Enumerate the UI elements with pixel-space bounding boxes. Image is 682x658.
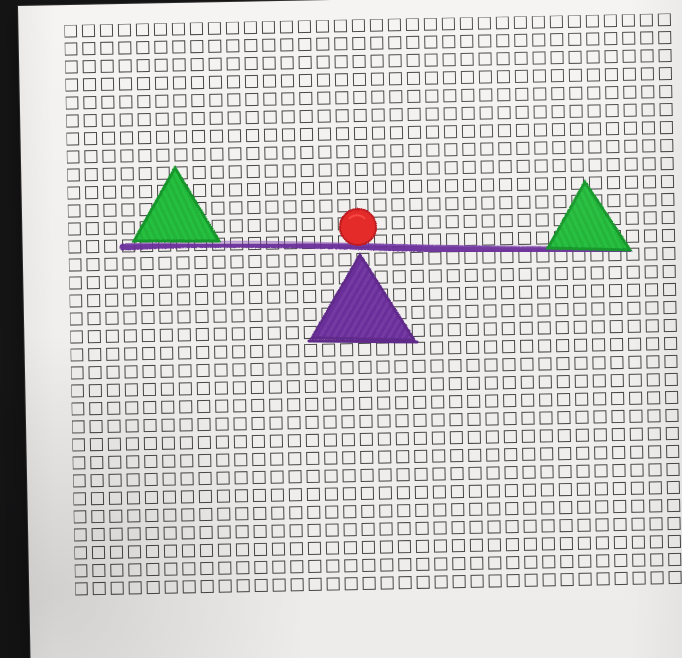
purple-fulcrum-triangle — [312, 255, 414, 340]
left-green-triangle — [134, 168, 219, 241]
right-green-triangle — [548, 182, 630, 250]
fulcrum-base-line — [309, 341, 417, 342]
